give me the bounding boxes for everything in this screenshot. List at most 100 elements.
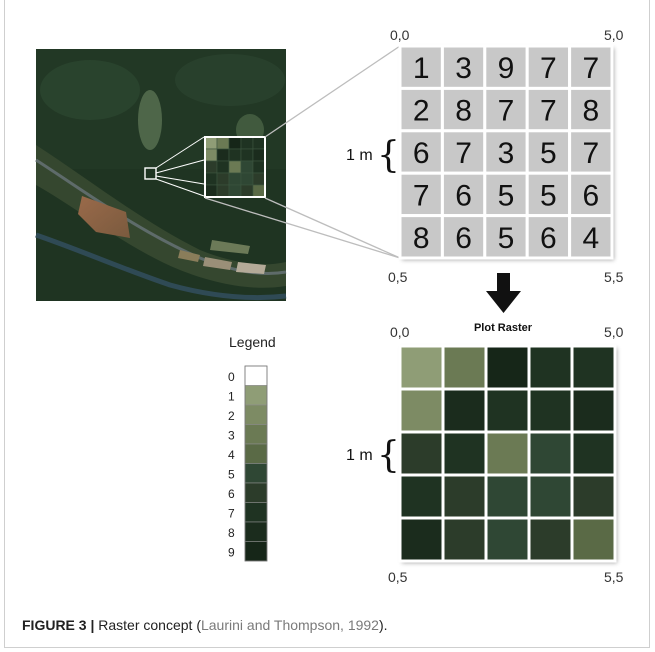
grid-cell-size-label: 1 m xyxy=(346,147,373,164)
grid-cell xyxy=(440,129,487,175)
grid-cell-value: 6 xyxy=(540,222,557,255)
grid-cell-value: 6 xyxy=(413,137,430,170)
plot-corner-bottom-left: 0,5 xyxy=(388,569,408,585)
plot-cell xyxy=(398,473,445,520)
plot-cell xyxy=(570,516,617,563)
zoom-cell xyxy=(252,136,266,150)
grid-corner-top-left: 0,0 xyxy=(390,27,410,43)
grid-cell-value: 2 xyxy=(413,95,430,128)
zoom-cell xyxy=(204,172,218,186)
zoom-cell xyxy=(228,184,242,198)
legend-swatch xyxy=(244,482,268,503)
zoom-cell xyxy=(228,160,242,174)
legend-label: 9 xyxy=(228,545,235,559)
grid-cell xyxy=(440,214,487,260)
zoom-cell xyxy=(216,148,230,162)
zoom-cell xyxy=(228,136,242,150)
grid-corner-top-right: 5,0 xyxy=(604,27,624,43)
grid-cell-value: 6 xyxy=(455,222,472,255)
plot-raster-title: Plot Raster xyxy=(474,322,533,334)
plot-cell xyxy=(527,473,574,520)
grid-corner-bottom-left: 0,5 xyxy=(388,269,408,285)
caption-text: Raster concept ( xyxy=(94,617,201,633)
grid-cell-value: 1 xyxy=(413,52,430,85)
plot-cell xyxy=(441,473,488,520)
plot-cell xyxy=(484,473,531,520)
caption-label: FIGURE 3 | xyxy=(22,617,95,633)
plot-cell xyxy=(527,344,574,391)
legend-title: Legend xyxy=(229,334,276,350)
grid-cell-value: 8 xyxy=(582,95,599,128)
grid-cell-value: 7 xyxy=(498,95,515,128)
grid-brace-icon: { xyxy=(377,135,400,176)
plot-cell xyxy=(484,516,531,563)
grid-cell-value: 8 xyxy=(413,222,430,255)
plot-cell xyxy=(570,387,617,434)
zoom-cell xyxy=(240,136,254,150)
caption-end: ). xyxy=(378,617,388,633)
legend-swatch xyxy=(244,385,268,406)
grid-cell-value: 5 xyxy=(498,222,515,255)
zoom-cell xyxy=(252,184,266,198)
plot-cell xyxy=(484,387,531,434)
plot-cell-size-label: 1 m xyxy=(346,447,373,464)
zoom-box-border xyxy=(204,136,266,198)
zoom-cell xyxy=(240,184,254,198)
plot-cell xyxy=(441,430,488,477)
legend-label: 0 xyxy=(228,370,235,384)
grid-cell xyxy=(525,86,572,133)
plot-cell xyxy=(398,430,445,477)
legend-label: 7 xyxy=(228,506,235,520)
zoom-cell xyxy=(216,160,230,174)
grid-cell xyxy=(398,44,444,90)
legend-label: 5 xyxy=(228,467,235,481)
figure-caption: FIGURE 3 | Raster concept (Laurini and T… xyxy=(22,617,388,633)
plot-cell xyxy=(570,473,617,520)
legend-swatch xyxy=(244,521,268,542)
legend-label: 3 xyxy=(228,428,235,442)
zoom-cell xyxy=(228,172,242,186)
zoom-cell xyxy=(228,148,242,162)
legend-label: 8 xyxy=(228,526,235,540)
plot-cell xyxy=(398,387,445,434)
down-arrow-icon xyxy=(486,273,521,313)
grid-cell-value: 7 xyxy=(413,179,430,212)
grid-cell-value: 7 xyxy=(455,137,472,170)
grid-cell-value: 6 xyxy=(455,179,472,212)
caption-reference-link[interactable]: Laurini and Thompson, 1992 xyxy=(200,617,379,633)
zoom-cell xyxy=(240,148,254,162)
plot-cell xyxy=(570,344,617,391)
zoom-cell xyxy=(204,184,218,198)
plot-cell xyxy=(484,430,531,477)
plot-corner-top-right: 5,0 xyxy=(604,324,624,340)
zoom-cell xyxy=(240,160,254,174)
plot-cell xyxy=(527,430,574,477)
legend-label: 4 xyxy=(228,448,235,462)
zoom-cell xyxy=(216,172,230,186)
grid-cell-value: 7 xyxy=(582,52,599,85)
legend-swatch xyxy=(244,424,268,445)
satellite-image xyxy=(35,49,287,301)
zoom-cell xyxy=(252,172,266,186)
grid-cell-value: 6 xyxy=(582,179,599,212)
zoom-cell xyxy=(204,136,218,150)
legend-label: 2 xyxy=(228,409,235,423)
plot-cell xyxy=(527,387,574,434)
raster-connector-lines xyxy=(204,45,401,259)
zoom-cell xyxy=(240,172,254,186)
legend-swatch xyxy=(244,541,268,562)
figure-frame xyxy=(4,0,650,648)
plot-cell xyxy=(398,344,445,391)
grid-cell-value: 7 xyxy=(540,52,557,85)
legend-swatch xyxy=(244,502,268,523)
grid-cell-value: 3 xyxy=(455,52,472,85)
plot-cell xyxy=(398,516,445,563)
plot-brace-icon: { xyxy=(377,435,400,476)
plot-cell xyxy=(441,344,488,391)
zoom-cell xyxy=(252,160,266,174)
grid-cell xyxy=(483,171,529,218)
zoom-cell xyxy=(216,184,230,198)
legend-border xyxy=(244,365,268,562)
grid-cell-value: 5 xyxy=(540,137,557,170)
plot-raster-grid xyxy=(398,344,617,563)
